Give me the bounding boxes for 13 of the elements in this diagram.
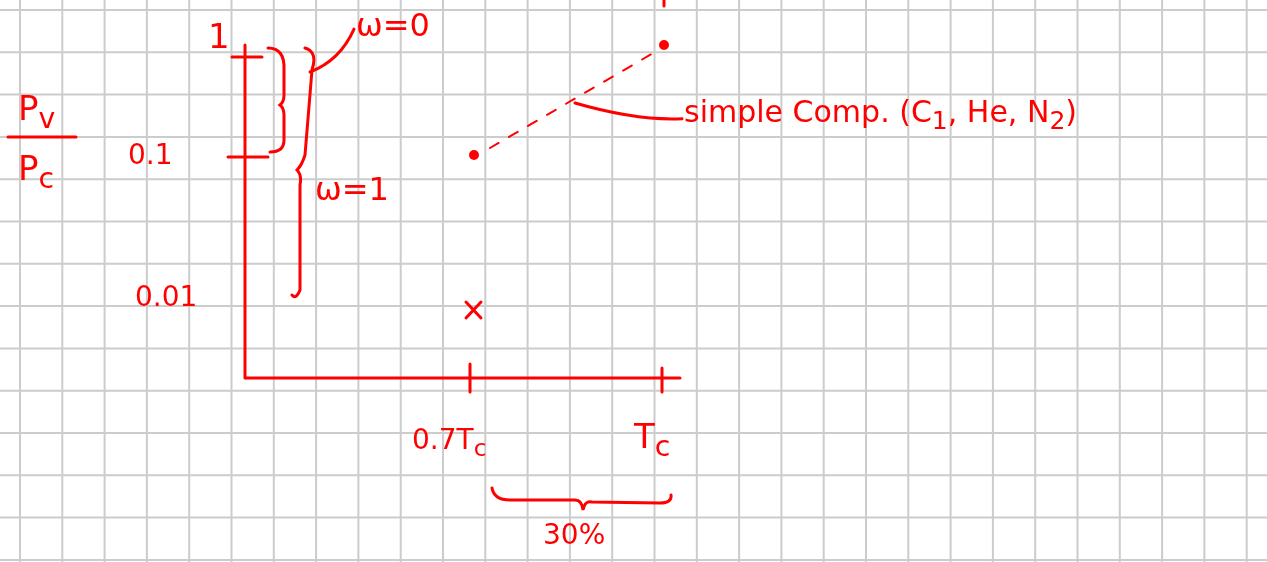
axis-label: 30%: [543, 520, 606, 551]
annotation-text: simple Comp. (C$_{1}$, He, N$_{2}$): [684, 95, 1077, 135]
axis-label: 0.7T$_{c}$: [412, 425, 487, 462]
annotation-text: ω=0: [356, 8, 430, 44]
axis-label: 0.01: [135, 282, 198, 313]
axis-label: T$_{c}$: [634, 418, 671, 462]
axis-label: 0.1: [128, 140, 173, 171]
axis-label: 1: [208, 18, 230, 56]
leader-line: [308, 27, 356, 74]
leader-line: [573, 101, 684, 121]
axis-label: P$_{v}$: [18, 90, 56, 134]
axis-label: ω=1: [315, 172, 389, 208]
axis-label: P$_{c}$: [18, 150, 55, 194]
